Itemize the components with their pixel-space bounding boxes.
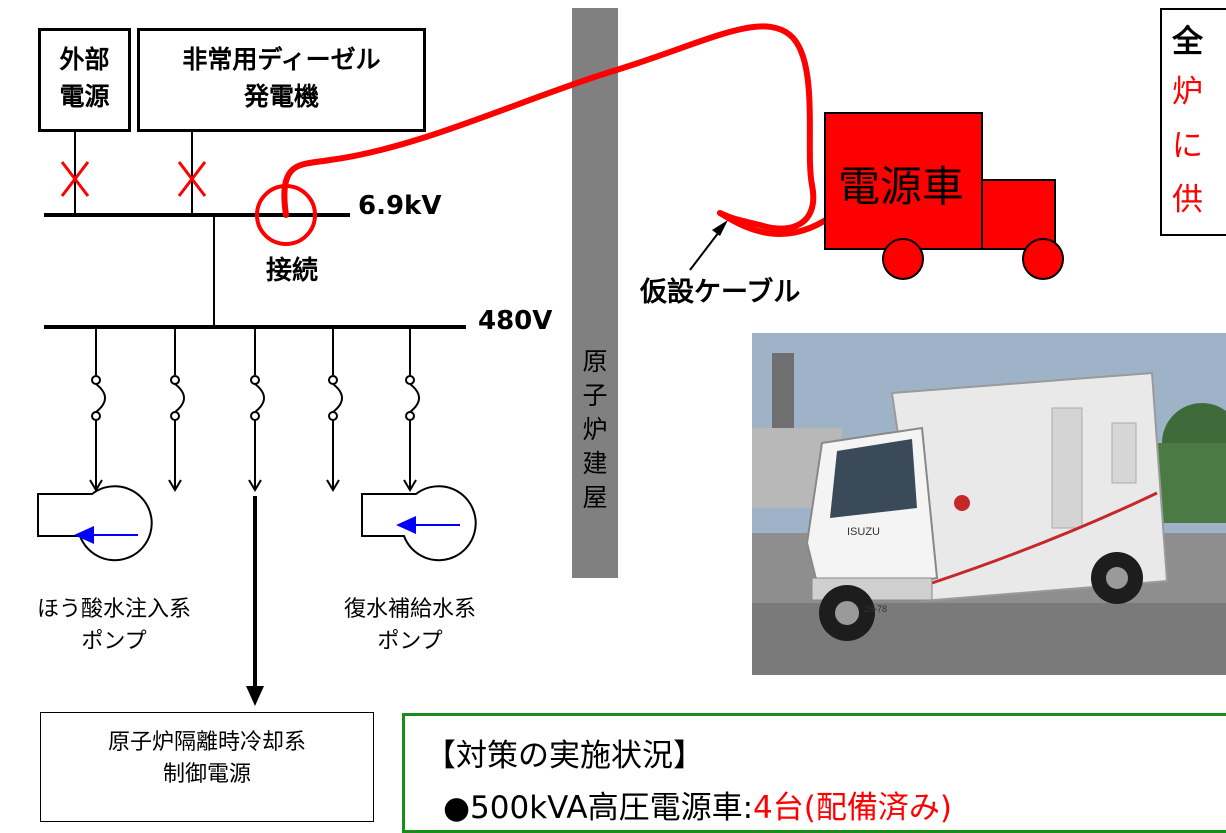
temporary-cable <box>281 23 817 232</box>
power-truck-label: 電源車 <box>838 162 965 211</box>
diesel-breaker-open-x <box>177 161 207 197</box>
truck-cab <box>981 179 1056 250</box>
pump-left-icon <box>37 485 153 562</box>
diesel-generator-label: 非常用ディーゼル 発電機 <box>182 45 381 111</box>
bus-6-9kv-label: 6.9kV <box>358 191 442 221</box>
status-item-value: 4台(配備済み) <box>753 790 952 826</box>
note-line-1: 全 <box>1172 24 1203 60</box>
control-power-arrowhead <box>246 686 264 706</box>
pump-right-icon <box>361 485 477 562</box>
bus-480v-label: 480V <box>478 306 553 336</box>
control-power-label: 原子炉隔離時冷却系 制御電源 <box>107 730 306 787</box>
temp-cable-pointer <box>689 227 723 271</box>
single-line-diagram <box>37 8 1064 706</box>
note-line-3: に <box>1172 128 1203 164</box>
temp-cable-pointer-arrowhead <box>712 220 728 236</box>
external-power-label: 外部 電源 <box>59 45 110 111</box>
status-box: 【対策の実施状況】 ●500kVA高圧電源車:4台(配備済み) <box>402 713 1226 833</box>
reactor-building-label: 原子炉建屋 <box>582 347 608 512</box>
pump-right-label: 復水補給水系 ポンプ <box>343 597 476 654</box>
control-power-box: 原子炉隔離時冷却系 制御電源 <box>40 712 374 822</box>
truck-wheel-front <box>1022 238 1064 280</box>
status-item-prefix: ●500kVA高圧電源車: <box>443 790 754 826</box>
temp-cable-label: 仮設ケーブル <box>640 277 801 308</box>
diesel-generator-box: 非常用ディーゼル 発電機 <box>137 28 426 132</box>
power-truck-photo: ISUZU 26-78 <box>752 333 1226 675</box>
breaker-branches <box>89 327 420 492</box>
truck-wheel-rear <box>882 238 924 280</box>
external-power-box: 外部 電源 <box>38 28 131 132</box>
connection-label: 接続 <box>266 256 319 286</box>
truck-plate-text: 26-78 <box>864 604 887 614</box>
temporary-cable-to-truck <box>717 207 843 237</box>
status-item: ●500kVA高圧電源車:4台(配備済み) <box>443 782 952 827</box>
pump-left-label: ほう酸水注入系 ポンプ <box>36 597 191 654</box>
note-box: 全 炉 に 供 <box>1160 8 1226 236</box>
note-line-4: 供 <box>1172 182 1203 218</box>
reactor-building-wall <box>572 8 618 578</box>
power-truck-photo-image: ISUZU 26-78 <box>752 333 1226 675</box>
status-heading: 【対策の実施状況】 <box>425 738 704 774</box>
external-power-breaker-open-x <box>60 161 90 197</box>
note-line-2: 炉 <box>1172 74 1203 110</box>
truck-brand-text: ISUZU <box>847 526 880 538</box>
truck-body <box>824 112 983 250</box>
